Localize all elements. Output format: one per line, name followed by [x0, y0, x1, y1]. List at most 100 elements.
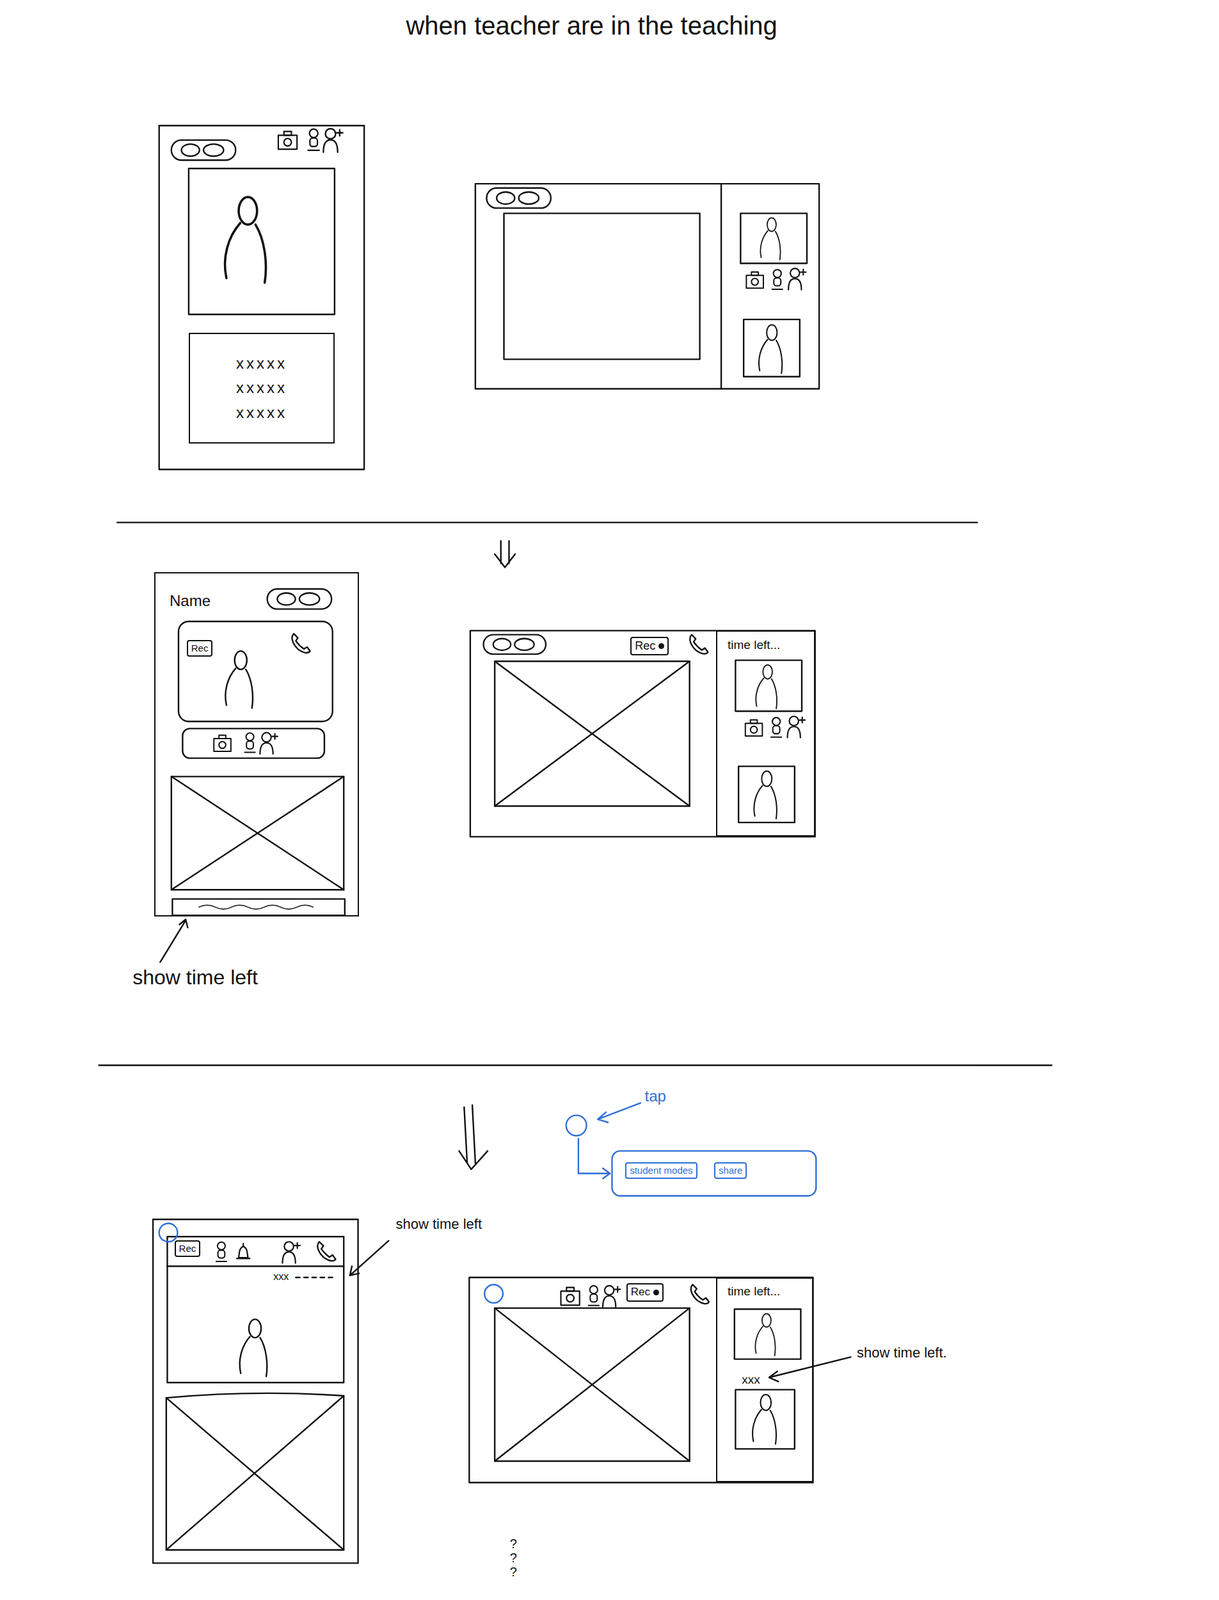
- person-figure: [755, 664, 777, 709]
- hangup-icon: [317, 1241, 336, 1261]
- record-button: Rec: [186, 639, 214, 657]
- video-box: [178, 621, 333, 722]
- node-subtext: xxx: [741, 1372, 761, 1388]
- video-box: [735, 660, 802, 712]
- tap-target: [484, 1284, 503, 1303]
- mic-icon: [307, 129, 320, 151]
- share-button: share: [714, 1162, 748, 1179]
- add-person-icon: [323, 128, 343, 153]
- sketch-lines: [99, 125, 1052, 1563]
- video-box: [743, 319, 800, 377]
- placeholder-box: [166, 1393, 344, 1550]
- gesture-note: tap: [644, 1087, 666, 1106]
- node-text: Rec: [630, 1285, 651, 1299]
- time-bar: [172, 899, 345, 916]
- mic-icon: [771, 717, 782, 738]
- panel-divider: [720, 183, 722, 389]
- camera-pill: [486, 188, 551, 208]
- tap-arrow: [597, 1102, 641, 1122]
- mic-icon: [216, 1242, 227, 1262]
- video-box: [188, 168, 335, 315]
- placeholder-box: [494, 1307, 690, 1461]
- section-separator: [99, 1064, 1052, 1066]
- node-text: student modes: [629, 1164, 693, 1177]
- video-box: [734, 1308, 802, 1359]
- phone-frame: NameRec: [154, 572, 359, 916]
- person-figure: [752, 1394, 777, 1444]
- camera-icon: [745, 719, 763, 736]
- leader-arrow: [159, 919, 188, 963]
- annotation-note: show time left: [396, 1215, 483, 1233]
- tap-target: [159, 1223, 178, 1243]
- icon-bar: [182, 728, 325, 758]
- record-dot: [653, 1289, 660, 1296]
- placeholder-box: [494, 661, 690, 806]
- phone-frame: [159, 125, 365, 470]
- node-text: Rec: [634, 639, 656, 654]
- leader-arrow: [350, 1240, 390, 1276]
- node-text: share: [718, 1164, 743, 1177]
- node-text: Rec: [179, 1242, 197, 1255]
- video-box: [735, 1389, 795, 1449]
- side-panel: time left... xxx: [716, 1277, 813, 1482]
- side-panel: time left...: [716, 630, 816, 837]
- continuation-mark: ???: [506, 1536, 520, 1579]
- person-figure: [758, 324, 782, 374]
- add-person-icon: [282, 1241, 301, 1263]
- tablet-frame: [475, 183, 820, 389]
- camera-icon: [278, 131, 297, 150]
- node-text: Rec: [191, 642, 209, 654]
- record-button: Rec: [626, 1282, 664, 1301]
- record-dot: [658, 643, 665, 649]
- person-figure: [755, 1313, 775, 1356]
- section-separator: [117, 521, 978, 523]
- node-text: xxxxx xxxxx xxxxx: [229, 351, 294, 425]
- page-title: when teacher are in the teaching: [405, 10, 777, 41]
- mic-icon: [772, 269, 783, 290]
- mode-button: student modes: [625, 1162, 697, 1179]
- double-arrow: [458, 1105, 488, 1170]
- hangup-icon: [689, 634, 708, 654]
- mic-icon: [588, 1285, 599, 1306]
- record-button: Rec: [174, 1240, 201, 1257]
- placeholder-cross: [494, 1307, 690, 1461]
- person-figure: [753, 771, 777, 819]
- chat-text-panel: xxxxx xxxxx xxxxx: [188, 332, 335, 445]
- add-person-icon: [787, 716, 806, 738]
- annotation-note: show time left.: [856, 1344, 948, 1362]
- tablet-frame: [469, 1277, 813, 1482]
- popup-menu: [611, 1150, 816, 1196]
- node-text: time left...: [727, 1284, 781, 1299]
- time-squiggle: [199, 904, 314, 909]
- popup-arrow: [578, 1138, 610, 1179]
- video-box: [167, 1236, 344, 1383]
- node-text: time left...: [727, 637, 781, 653]
- placeholder-cross: [494, 661, 690, 806]
- camera-icon: [746, 271, 764, 288]
- camera-pill: [267, 588, 332, 609]
- video-box: [740, 213, 807, 263]
- hangup-icon: [292, 633, 311, 653]
- person-figure: [225, 197, 267, 283]
- toolbar-line: [167, 1265, 344, 1267]
- annotation-note: show time left: [132, 964, 258, 990]
- node-text: Name: [169, 591, 211, 611]
- placeholder-cross: [171, 776, 344, 890]
- camera-pill: [483, 634, 546, 654]
- add-person-icon: [788, 268, 807, 290]
- tablet-frame: [470, 630, 816, 837]
- placeholder-cross: [166, 1395, 344, 1550]
- tap-target: [566, 1115, 587, 1136]
- video-box: [738, 765, 795, 823]
- leader-arrow: [769, 1356, 852, 1381]
- record-button: Rec: [630, 636, 669, 656]
- person-figure: [760, 217, 781, 260]
- mic-icon: [244, 732, 255, 752]
- double-arrow: [494, 540, 516, 567]
- phone-frame: [152, 1219, 358, 1563]
- add-person-icon: [602, 1285, 621, 1307]
- add-person-icon: [259, 732, 278, 754]
- time-dashes: [295, 1276, 337, 1278]
